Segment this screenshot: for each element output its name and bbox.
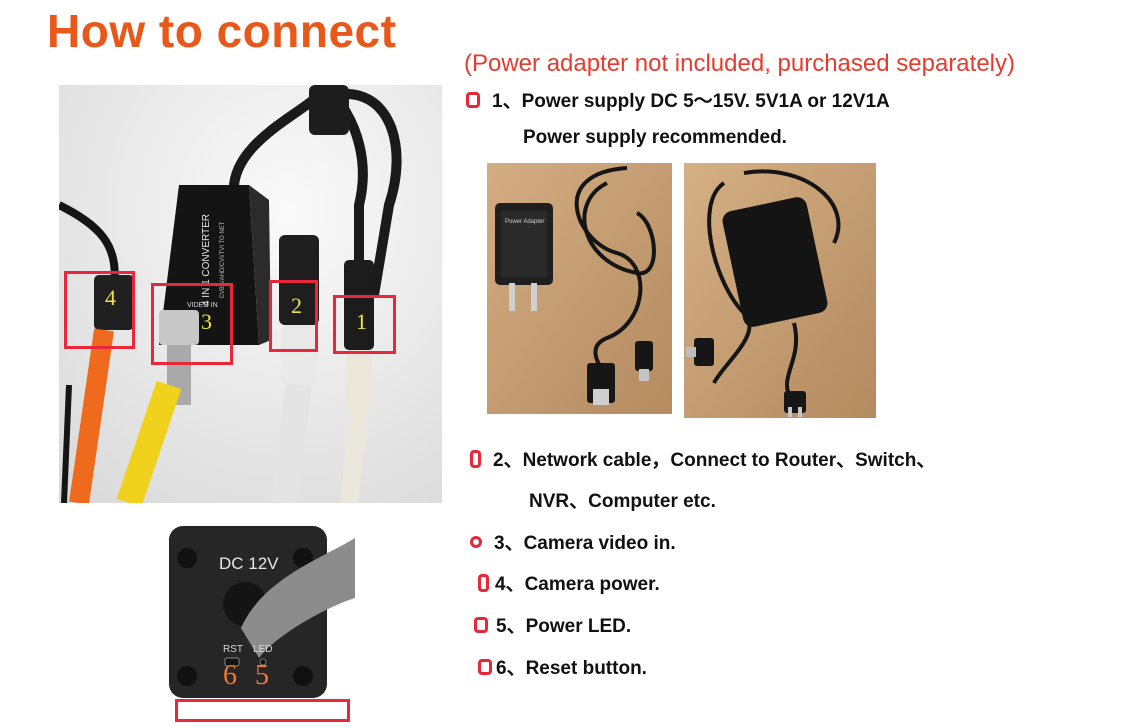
step-3-text: 3、Camera video in. bbox=[494, 533, 676, 554]
step-3: 3、Camera video in. bbox=[470, 528, 676, 555]
dc-12v-label: DC 12V bbox=[219, 554, 279, 573]
marker-4-label: 4 bbox=[105, 285, 116, 310]
marker-6-label: 6 bbox=[223, 660, 237, 691]
marker-3-label: 3 bbox=[201, 309, 212, 334]
converter-illustration: 4 IN 1 CONVERTER CVBS/AHD/CVI/TVI TO NET… bbox=[59, 85, 442, 503]
bullet-icon bbox=[466, 91, 480, 108]
page-title: How to connect bbox=[47, 5, 397, 57]
step-2: 2、Network cable，Connect to Router、Switch… bbox=[470, 445, 935, 472]
marker-5-6-box bbox=[175, 699, 350, 722]
step-6: 6、Reset button. bbox=[478, 653, 647, 680]
led-label: LED bbox=[253, 644, 272, 655]
device-end-illustration: DC 12V RST LED bbox=[163, 518, 355, 706]
bullet-icon bbox=[470, 535, 482, 548]
marker-2-label: 2 bbox=[291, 293, 302, 318]
step-1-line-1: 1、Power supply DC 5～15V. 5V1A or 12V1A bbox=[492, 91, 890, 112]
usb-adapter-illustration: Power Adapter bbox=[487, 163, 672, 414]
step-2-line-2: NVR、Computer etc. bbox=[529, 491, 716, 512]
step-1-line-2: Power supply recommended. bbox=[523, 127, 787, 148]
step-6-text: 6、Reset button. bbox=[496, 658, 647, 679]
bullet-icon bbox=[470, 449, 481, 468]
step-5-text: 5、Power LED. bbox=[496, 616, 632, 637]
device-sublabel: CVBS/AHD/CVI/TVI TO NET bbox=[220, 221, 226, 298]
bullet-icon bbox=[478, 658, 492, 675]
step-4-text: 4、Camera power. bbox=[495, 574, 660, 595]
bullet-icon bbox=[478, 573, 489, 592]
converter-photo: 4 IN 1 CONVERTER CVBS/AHD/CVI/TVI TO NET… bbox=[59, 85, 442, 503]
marker-4-box bbox=[64, 271, 135, 349]
marker-3-box bbox=[151, 283, 233, 365]
marker-2-box bbox=[269, 280, 318, 352]
marker-1-box bbox=[333, 295, 396, 354]
rst-label: RST bbox=[223, 644, 243, 655]
marker-5-label: 5 bbox=[255, 660, 269, 691]
port-label: VIDEO IN bbox=[187, 302, 218, 309]
step-1: 1、Power supply DC 5～15V. 5V1A or 12V1A bbox=[466, 86, 890, 113]
dc-adapter-photo bbox=[684, 163, 876, 418]
usb-adapter-photo: Power Adapter bbox=[487, 163, 672, 414]
adapter-label: Power Adapter bbox=[505, 219, 544, 225]
bullet-icon bbox=[474, 616, 488, 633]
device-end-photo: DC 12V RST LED 6 5 bbox=[163, 518, 355, 706]
device-label: 4 IN 1 CONVERTER bbox=[201, 214, 212, 306]
step-5: 5、Power LED. bbox=[474, 611, 631, 638]
dc-adapter-illustration bbox=[684, 163, 876, 418]
marker-1-label: 1 bbox=[356, 309, 367, 334]
step-4: 4、Camera power. bbox=[478, 569, 660, 596]
adapter-note: (Power adapter not included, purchased s… bbox=[464, 50, 1015, 77]
step-2-line-1: 2、Network cable，Connect to Router、Switch… bbox=[493, 450, 936, 471]
